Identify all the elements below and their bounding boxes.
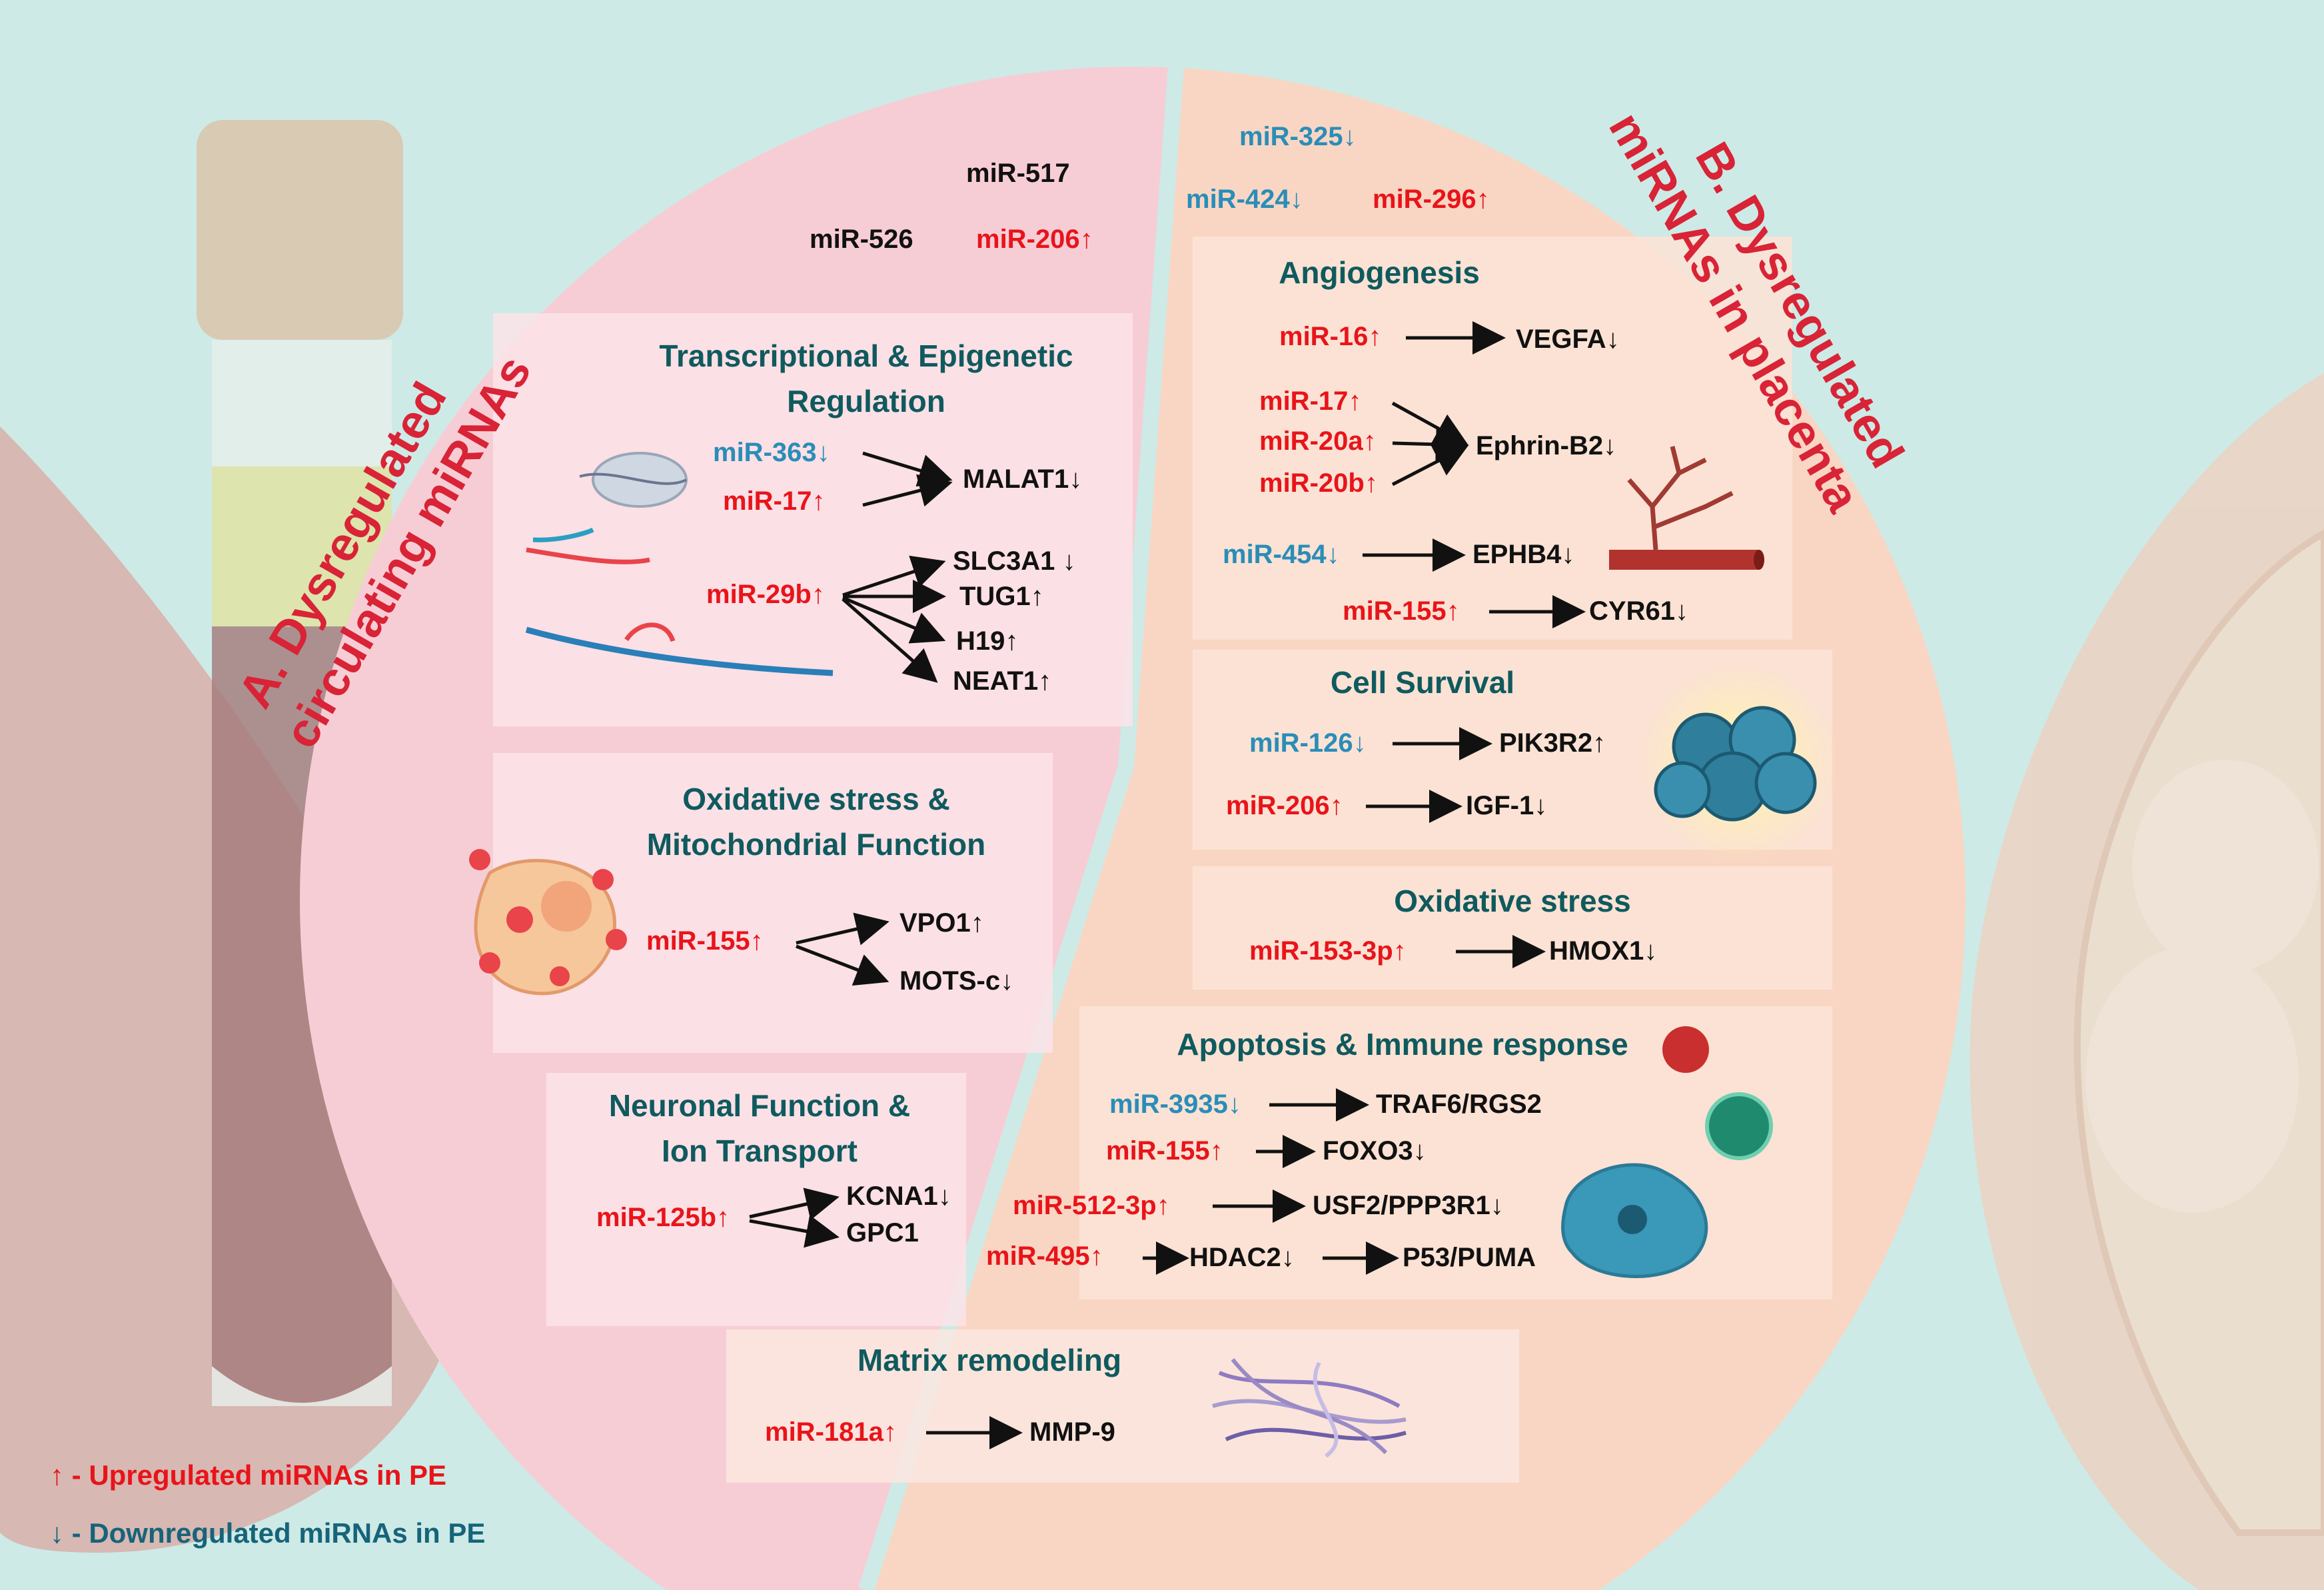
cell-cluster-illustration bbox=[1639, 663, 1839, 863]
target-neat1: NEAT1↑ bbox=[953, 666, 1051, 696]
section-title-oxidative-right: Oxidative stress bbox=[1394, 884, 1630, 918]
target-mmp-9: MMP-9 bbox=[1029, 1417, 1115, 1447]
arrow-155-mots bbox=[796, 944, 889, 986]
mirna-20a: miR-20a↑ bbox=[1259, 426, 1377, 456]
mirna-526: miR-526 bbox=[810, 225, 913, 254]
mirna-155-apoptosis: miR-155↑ bbox=[1106, 1136, 1223, 1166]
mirna-153-3p: miR-153-3p↑ bbox=[1249, 936, 1407, 966]
mirna-454: miR-454↓ bbox=[1223, 540, 1340, 569]
arrow-125b-kcna1 bbox=[749, 1188, 840, 1221]
mirna-206-left: miR-206↑ bbox=[976, 225, 1093, 254]
mirna-155-angio: miR-155↑ bbox=[1343, 596, 1460, 626]
target-foxo3: FOXO3↓ bbox=[1323, 1136, 1427, 1166]
pregnancy-illustration bbox=[1970, 373, 2324, 1590]
arrow-20b-ephrin bbox=[1391, 445, 1468, 486]
arrow-29b-h19 bbox=[842, 596, 946, 644]
target-slc3a1: SLC3A1 ↓ bbox=[953, 546, 1076, 576]
target-hdac2: HDAC2↓ bbox=[1189, 1243, 1295, 1272]
rna-illustration bbox=[525, 452, 834, 676]
mirna-363: miR-363↓ bbox=[713, 438, 830, 467]
section-title-neuronal: Neuronal Function & bbox=[609, 1088, 910, 1123]
matrix-fibers-illustration bbox=[1212, 1358, 1407, 1458]
section-title-matrix: Matrix remodeling bbox=[858, 1343, 1121, 1377]
target-ephrin-b2: Ephrin-B2↓ bbox=[1476, 431, 1616, 460]
panel-matrix bbox=[726, 1329, 1519, 1483]
target-gpc1: GPC1 bbox=[846, 1218, 919, 1247]
mirna-495: miR-495↑ bbox=[986, 1241, 1103, 1271]
panel-angiogenesis bbox=[1193, 237, 1792, 640]
target-ephb4: EPHB4↓ bbox=[1472, 540, 1574, 569]
section-title-angiogenesis: Angiogenesis bbox=[1279, 255, 1480, 290]
mirna-3935: miR-3935↓ bbox=[1109, 1090, 1241, 1119]
mirna-20b: miR-20b↑ bbox=[1259, 468, 1378, 498]
mirna-16: miR-16↑ bbox=[1279, 322, 1381, 351]
panel-transcriptional bbox=[493, 313, 1133, 726]
target-p53-puma: P53/PUMA bbox=[1403, 1243, 1536, 1272]
target-traf6-rgs2: TRAF6/RGS2 bbox=[1376, 1090, 1542, 1119]
mirna-155-left: miR-155↑ bbox=[646, 926, 764, 956]
target-hmox1: HMOX1↓ bbox=[1549, 936, 1657, 966]
target-mots-c: MOTS-c↓ bbox=[899, 966, 1013, 996]
legend-downregulated: ↓ - Downregulated miRNAs in PE bbox=[50, 1517, 485, 1549]
mirna-181a: miR-181a↑ bbox=[765, 1417, 897, 1447]
section-title-transcriptional: Transcriptional & Epigenetic bbox=[659, 339, 1073, 373]
arrow-17-malat1 bbox=[862, 474, 953, 507]
section-title-transcriptional-line2: Regulation bbox=[787, 384, 945, 418]
mirna-125b: miR-125b↑ bbox=[596, 1203, 730, 1232]
mirna-126: miR-126↓ bbox=[1249, 728, 1367, 758]
mirna-296: miR-296↑ bbox=[1373, 185, 1490, 214]
mirna-206-right: miR-206↑ bbox=[1226, 791, 1343, 820]
target-vegfa: VEGFA↓ bbox=[1516, 325, 1620, 354]
target-malat1: MALAT1↓ bbox=[963, 464, 1082, 494]
target-cyr61: CYR61↓ bbox=[1589, 596, 1688, 626]
mirna-17-right: miR-17↑ bbox=[1259, 387, 1361, 416]
cell-stress-illustration bbox=[469, 849, 627, 996]
section-title-cell-survival: Cell Survival bbox=[1331, 665, 1514, 700]
mirna-517: miR-517 bbox=[966, 159, 1070, 188]
section-title-oxidative-left: Oxidative stress & bbox=[682, 782, 949, 816]
panel-oxidative-right bbox=[1193, 866, 1832, 990]
target-kcna1: KCNA1↓ bbox=[846, 1182, 951, 1211]
target-vpo1: VPO1↑ bbox=[899, 908, 984, 938]
mirna-512-3p: miR-512-3p↑ bbox=[1013, 1191, 1170, 1220]
arrow-20a-ephrin bbox=[1392, 427, 1469, 461]
arrow-125b-gpc1 bbox=[749, 1215, 840, 1248]
target-tug1: TUG1↑ bbox=[959, 582, 1044, 611]
immune-cells-illustration bbox=[1561, 1026, 1773, 1278]
target-igf-1: IGF-1↓ bbox=[1466, 791, 1547, 820]
section-title-oxidative-left-line2: Mitochondrial Function bbox=[647, 827, 986, 862]
panel-neuronal bbox=[546, 1073, 966, 1326]
target-usf2-ppp3r1: USF2/PPP3R1↓ bbox=[1313, 1191, 1504, 1220]
arrow-363-malat1 bbox=[862, 451, 953, 487]
arrow-29b-slc3a1 bbox=[842, 555, 946, 597]
target-h19: H19↑ bbox=[956, 626, 1018, 656]
legend-upregulated: ↑ - Upregulated miRNAs in PE bbox=[50, 1459, 446, 1491]
mirna-29b: miR-29b↑ bbox=[706, 580, 825, 609]
section-title-apoptosis: Apoptosis & Immune response bbox=[1177, 1027, 1628, 1062]
arrow-155-vpo1 bbox=[796, 912, 889, 946]
section-title-neuronal-line2: Ion Transport bbox=[662, 1134, 858, 1168]
target-pik3r2: PIK3R2↑ bbox=[1499, 728, 1606, 758]
blood-vessel-illustration bbox=[1609, 446, 1764, 570]
mirna-325: miR-325↓ bbox=[1239, 122, 1357, 151]
mirna-17-left: miR-17↑ bbox=[723, 486, 825, 516]
arrow-29b-neat1 bbox=[842, 598, 938, 683]
mirna-424: miR-424↓ bbox=[1186, 185, 1303, 214]
